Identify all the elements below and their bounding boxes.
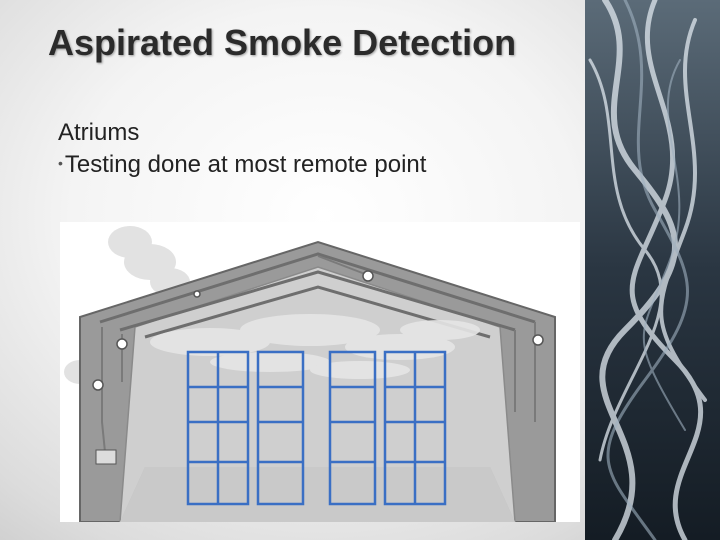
heading-atriums: Atriums	[58, 119, 140, 146]
bullet-icon: •	[58, 155, 63, 171]
ceiling-smoke	[150, 314, 480, 379]
detector-unit	[95, 449, 117, 465]
slide-title: Aspirated Smoke Detection	[48, 22, 517, 63]
bullet-text: Testing done at most remote point	[64, 151, 427, 178]
smoke-plume	[64, 226, 190, 384]
warehouse-diagram	[60, 222, 580, 522]
bullet-item: •Testing done at most remote point	[58, 148, 426, 180]
slide-body: Atriums •Testing done at most remote poi…	[58, 118, 426, 180]
sampling-points	[92, 270, 544, 391]
storage-racks	[186, 350, 447, 506]
smoke-photo	[585, 0, 720, 540]
